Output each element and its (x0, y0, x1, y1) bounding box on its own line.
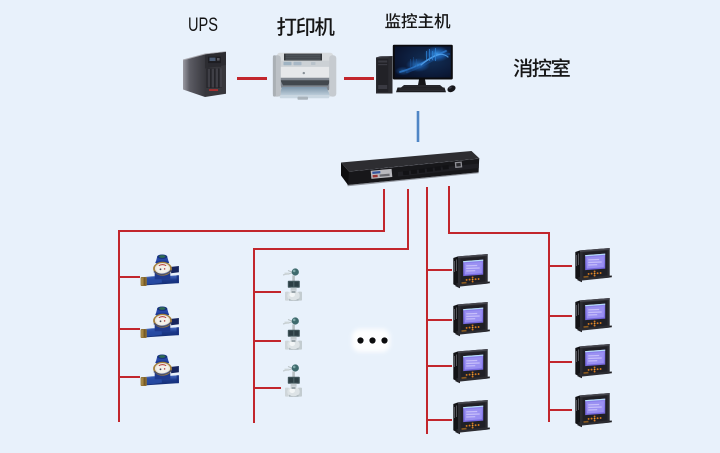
svg-text:UPS: UPS (188, 14, 218, 36)
